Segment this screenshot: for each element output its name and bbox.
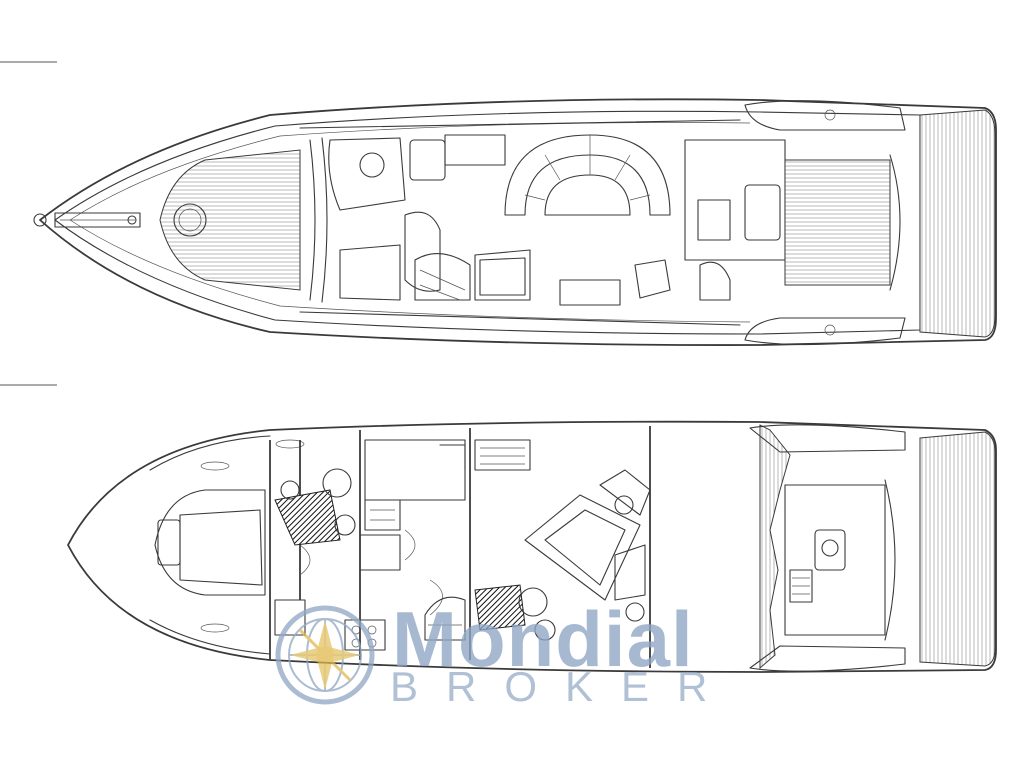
deck-plan bbox=[33, 98, 997, 346]
watermark-tagline: BROKER bbox=[390, 663, 736, 710]
compass-globe-icon bbox=[275, 605, 375, 705]
lower-swim-platform bbox=[919, 431, 996, 667]
lower-side-deck bbox=[759, 424, 791, 670]
watermark-brand: Mondial bbox=[392, 595, 694, 683]
lower-hull-outline bbox=[67, 420, 997, 673]
swim-platform bbox=[919, 109, 996, 338]
deck-hull-outline bbox=[39, 98, 997, 346]
